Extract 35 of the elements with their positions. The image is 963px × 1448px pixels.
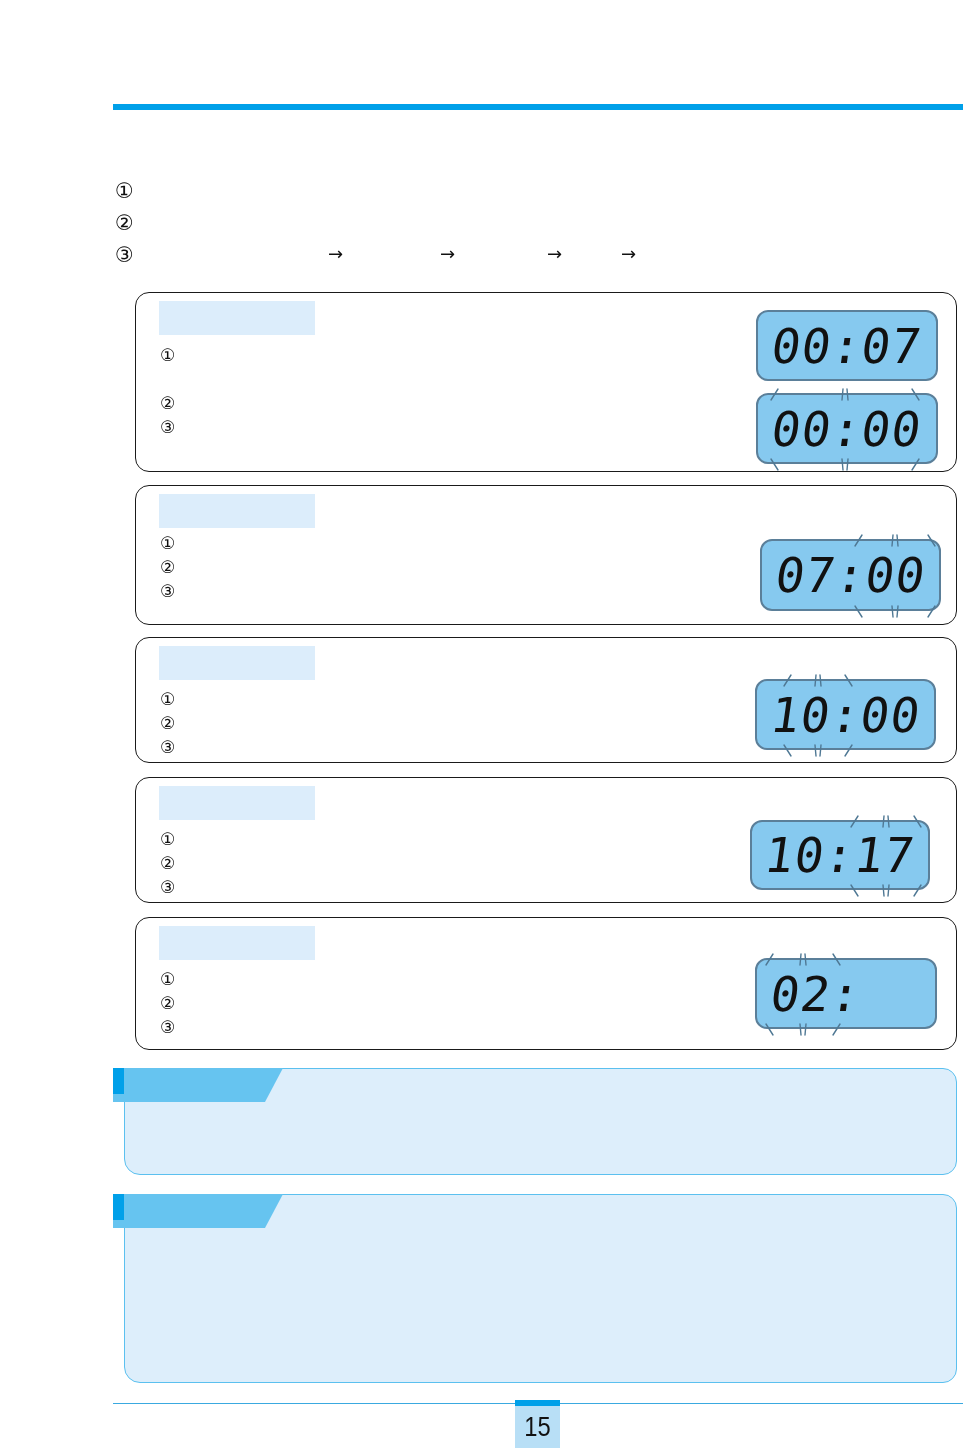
step-number: ③: [160, 419, 176, 436]
step-number: ①: [160, 347, 176, 364]
display-readout: 10:17: [761, 831, 919, 879]
step-panel: [135, 777, 957, 903]
step-panel: [135, 637, 957, 763]
lcd-display: [756, 310, 938, 381]
step-number: ③: [115, 244, 134, 266]
step-number: ②: [160, 559, 176, 576]
arrow-symbol: →: [621, 245, 637, 263]
page-number: 15: [524, 1413, 551, 1441]
step-number: ③: [160, 1019, 176, 1036]
step-number: ③: [160, 739, 176, 756]
step-number: ②: [160, 715, 176, 732]
step-number: ②: [160, 995, 176, 1012]
step-panel: [135, 292, 957, 472]
display-readout: 10:00: [767, 690, 924, 739]
step-number: ①: [160, 831, 176, 848]
display-readout: 07:00: [772, 551, 929, 599]
step-number: ②: [160, 855, 176, 872]
step-number: ①: [160, 535, 176, 552]
step-number: ③: [160, 879, 176, 896]
step-number: ①: [160, 971, 176, 988]
display-readout: 00:07: [768, 321, 926, 370]
display-readout: 02:: [767, 969, 865, 1018]
step-panel: [135, 917, 957, 1050]
step-number: ③: [160, 583, 176, 600]
step-number: ①: [160, 691, 176, 708]
step-number: ①: [115, 180, 134, 202]
arrow-symbol: →: [328, 245, 344, 263]
arrow-symbol: →: [440, 245, 456, 263]
step-panel: [135, 485, 957, 625]
arrow-symbol: →: [547, 245, 563, 263]
display-readout: 00:00: [768, 404, 926, 453]
step-number: ②: [115, 212, 134, 234]
step-number: ②: [160, 395, 176, 412]
